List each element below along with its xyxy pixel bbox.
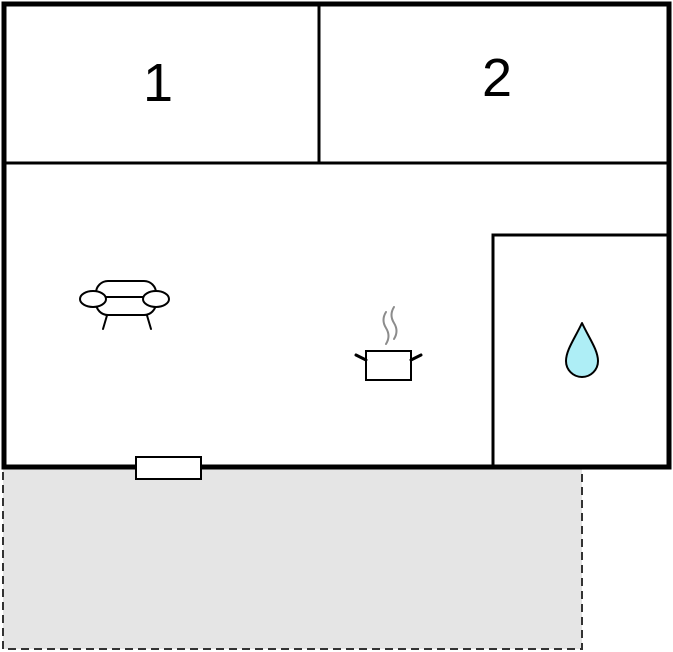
wall-bathroom (491, 233, 669, 467)
room-label-2: 2 (482, 48, 512, 108)
terrace-area (2, 467, 583, 650)
water-drop-icon (565, 322, 599, 378)
steam-icon (382, 306, 398, 345)
cooking-pot-icon (354, 306, 423, 381)
entrance-door (135, 456, 202, 480)
room-label-1: 1 (143, 53, 173, 113)
sofa-icon (79, 280, 170, 330)
